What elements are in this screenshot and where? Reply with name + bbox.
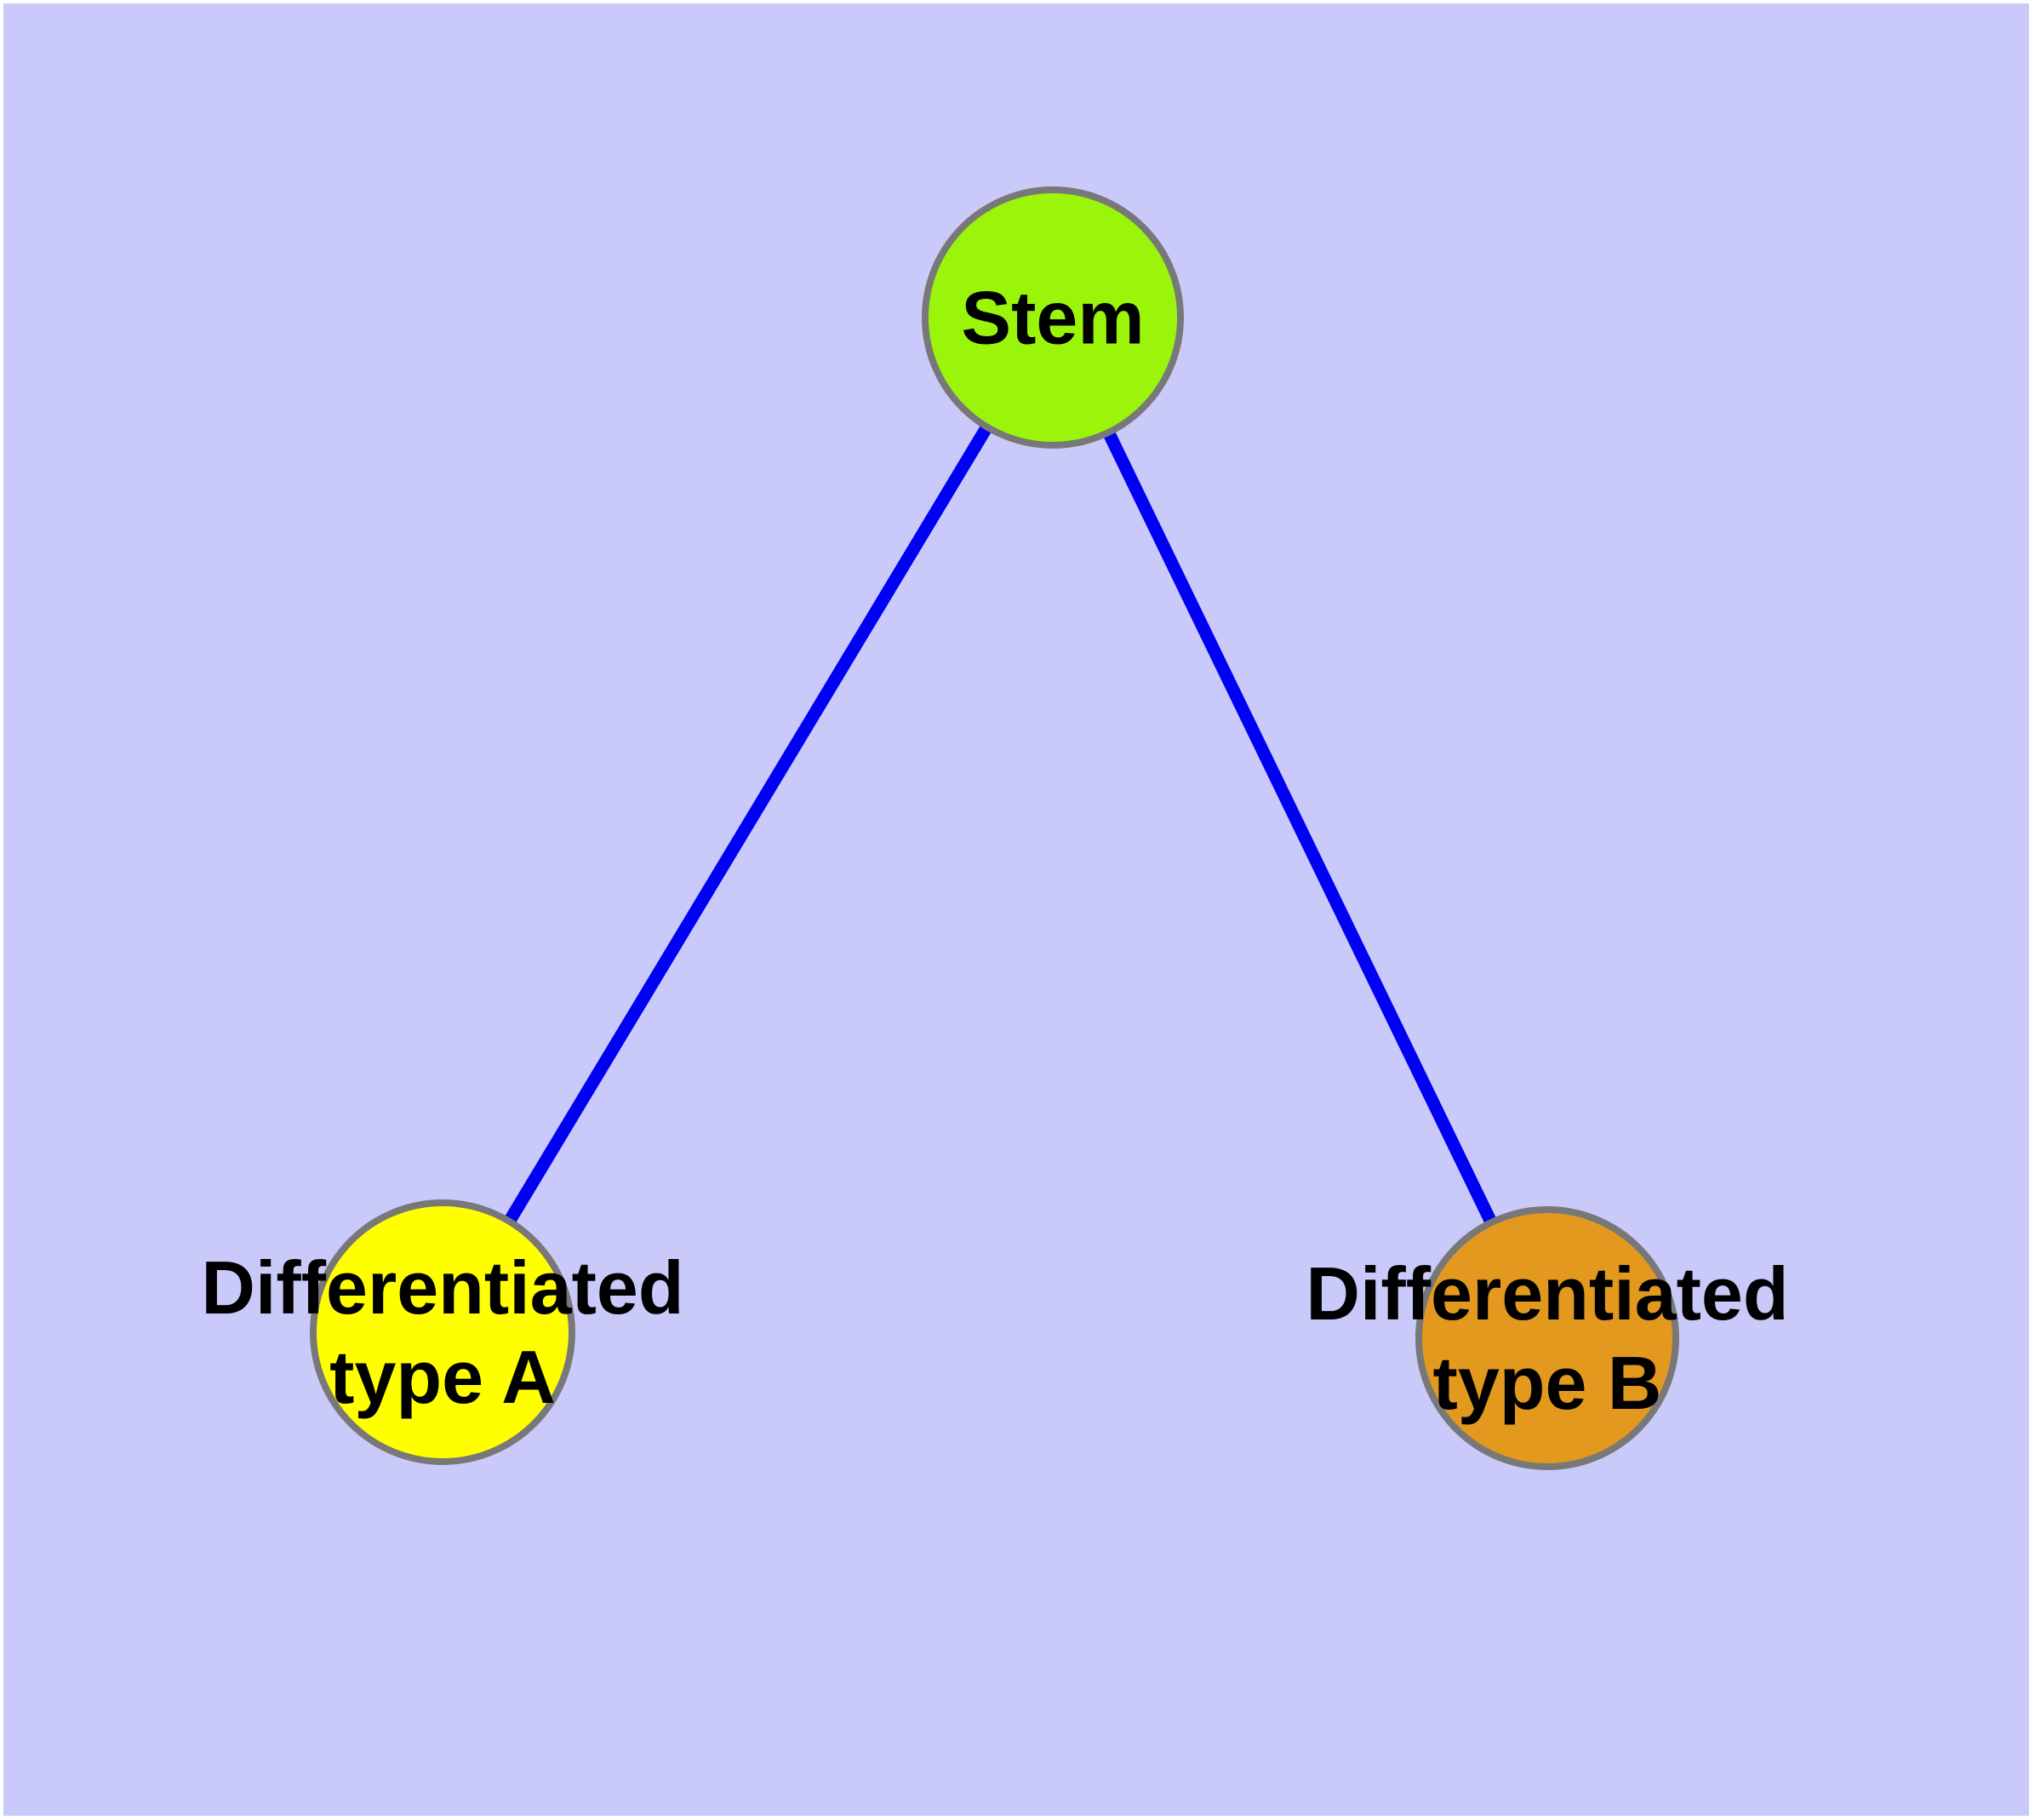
- node-label-line: Differentiated: [201, 1245, 683, 1330]
- graph-edge-stem-type-a: [437, 314, 1059, 1336]
- graph-node-type-b: [1415, 1206, 1679, 1470]
- node-label-line: Differentiated: [1306, 1251, 1788, 1336]
- graph-node-label-stem: Stem: [961, 276, 1144, 360]
- nodes-layer: [310, 186, 1679, 1470]
- node-label-line: type B: [1433, 1341, 1662, 1425]
- graph-edge-stem-type-b: [1047, 314, 1553, 1342]
- graph-node-stem: [922, 186, 1184, 449]
- graph-node-type-a: [310, 1199, 575, 1465]
- node-label-line: type A: [329, 1335, 556, 1419]
- edges-layer: [437, 314, 1553, 1342]
- node-label-line: Stem: [961, 276, 1144, 360]
